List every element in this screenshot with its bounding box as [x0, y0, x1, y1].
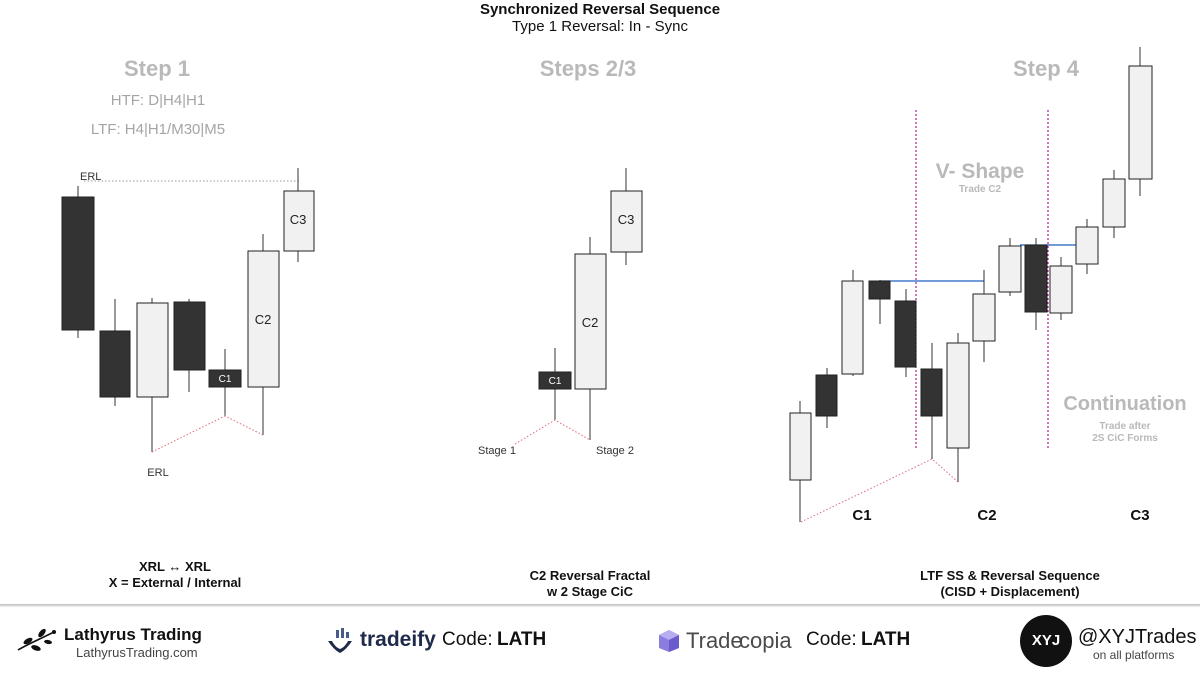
bull-candle: [972, 293, 996, 342]
step1-htf-label: HTF: D|H4|H1: [110, 92, 206, 109]
bull-candle: [946, 342, 970, 449]
c2-candle: [247, 250, 280, 388]
step23-c1-label: C1: [549, 376, 562, 387]
step1-c3-label: C3: [290, 212, 307, 227]
tradecopia-name-b: copia: [739, 628, 792, 653]
tradecopia-name-a: Trade: [686, 628, 743, 653]
step4-fractal-line: [800, 458, 959, 523]
step23-note-1: C2 Reversal Fractal: [529, 568, 651, 583]
bull-candle: [1102, 178, 1126, 228]
step1-c1-label: C1: [219, 374, 232, 385]
lathyrus-url[interactable]: LathyrusTrading.com: [76, 645, 198, 660]
bull-candle: [789, 412, 812, 481]
bull-candle: [136, 302, 169, 398]
continuation-label: Continuation: [1063, 393, 1187, 415]
continuation-sublabel-2: 2S CiC Forms: [1092, 433, 1158, 444]
tradeify-name: tradeify: [360, 628, 436, 651]
tradecopia-code: LATH: [861, 629, 911, 650]
step1-heading: Step 1: [123, 56, 191, 81]
continuation-sublabel-1: Trade after: [1099, 421, 1151, 432]
step23-fractal-line: [514, 419, 591, 445]
step1-ltf-label: LTF: H4|H1/M30|M5: [90, 121, 226, 138]
page-title: Synchronized Reversal Sequence: [479, 1, 721, 18]
xyj-handle-sub: on all platforms: [1093, 648, 1175, 662]
c1-candle: [538, 371, 572, 390]
bear-candle: [99, 330, 131, 398]
bear-candle: [815, 374, 838, 417]
step4-c3-label: C3: [1130, 507, 1149, 524]
bull-candle: [1075, 226, 1099, 265]
step23-note-2: w 2 Stage CiC: [547, 584, 633, 599]
step4-c2-label: C2: [977, 507, 996, 524]
bear-candle: [920, 368, 943, 417]
c2-candle: [574, 253, 607, 390]
tradeify-logo-icon: [328, 628, 352, 653]
bear-candle: [1024, 244, 1048, 313]
lathyrus-name: Lathyrus Trading: [64, 625, 202, 644]
bear-candle: [173, 301, 206, 371]
xyj-logo-icon: XYJ: [1020, 615, 1072, 667]
tradecopia-logo-icon: [659, 630, 679, 652]
bull-candle: [841, 280, 864, 375]
step1-note-1: XRL ↔ XRL: [139, 559, 211, 574]
step4-note-1: LTF SS & Reversal Sequence: [920, 568, 1100, 583]
bear-candle: [61, 196, 95, 331]
step23-c3-label: C3: [618, 212, 635, 227]
erl-top-label: ERL: [80, 171, 101, 183]
erl-bottom-label: ERL: [147, 467, 168, 479]
stage1-label: Stage 1: [478, 445, 516, 457]
tradecopia-code-label: Code:: [806, 629, 857, 650]
bull-candle: [998, 245, 1022, 293]
step23-heading: Steps 2/3: [539, 56, 637, 81]
candles-svg: ERL C1 C2 C3 ERL C1 C2: [61, 47, 1153, 524]
step23-c2-label: C2: [582, 315, 599, 330]
step4-heading: Step 4: [1012, 56, 1080, 81]
step4-note-2: (CISD + Displacement): [940, 584, 1080, 599]
tradeify-code: LATH: [497, 629, 547, 650]
stage2-label: Stage 2: [596, 445, 634, 457]
lathyrus-leaf-icon: [17, 628, 56, 651]
footer-divider: [0, 604, 1200, 607]
c3-candle: [283, 190, 315, 252]
tradeify-code-label: Code:: [442, 629, 493, 650]
xyj-handle[interactable]: @XYJTrades: [1078, 626, 1197, 648]
vshape-sublabel: Trade C2: [958, 184, 1002, 195]
c1-candle: [208, 369, 242, 388]
page-subtitle: Type 1 Reversal: In - Sync: [512, 18, 688, 35]
footer: Lathyrus Trading LathyrusTrading.com tra…: [0, 607, 1200, 675]
bull-candle: [1049, 265, 1073, 314]
step4-c1-label: C1: [852, 507, 871, 524]
step1-fractal-line: [151, 415, 264, 453]
step1-note-2: X = External / Internal: [108, 575, 242, 590]
step1-c2-label: C2: [255, 312, 272, 327]
c3-candle: [610, 190, 643, 253]
bear-candle: [894, 300, 917, 368]
bear-candle: [868, 280, 891, 300]
bull-candle: [1128, 65, 1153, 180]
vshape-label: V- Shape: [935, 160, 1025, 183]
